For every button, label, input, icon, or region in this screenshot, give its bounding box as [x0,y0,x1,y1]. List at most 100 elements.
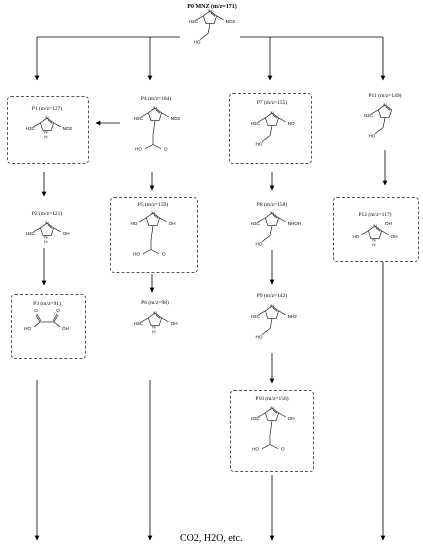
p5-ring-bond [156,217,160,226]
p3-oh2: OH [62,326,69,331]
p10-ring-bond [265,407,273,414]
p10-hydroxyl_ring: OH [288,416,295,421]
p0-label: P0 MNZ (m/z=171) [187,4,237,10]
p5-box [110,197,198,273]
p3-box [11,294,86,359]
p1-ring-bond [40,117,48,124]
p7-box [229,93,312,164]
p9-ring-n: N [270,304,273,309]
p7-chain-bond [261,135,271,142]
p4-ring-bond [148,112,152,121]
p9-ring-bond [265,310,269,319]
p0-methyl: H3C [189,19,199,24]
p7-methyl-bond [258,117,266,123]
p7-methyl: H3C [251,121,261,126]
p12-ring-bond [368,225,376,232]
p10-carbonyl [269,444,279,449]
p5-acid-oh-bond [142,249,152,254]
p3-o2: O [56,308,60,313]
p12-right-bond [381,230,389,236]
p7-chain-bond [269,125,273,136]
p5-acid-bond [150,225,154,240]
p6-nh-n: N [152,325,155,330]
p0-ring-bond [203,10,211,17]
p4-carbonyl [152,144,162,149]
p4-methyl: H3C [134,116,144,121]
p1-box [7,96,89,164]
p2-nh-n: N [44,235,47,240]
p10-acid-bond [269,420,273,435]
p12-label: P12 (m/z=117) [358,212,392,218]
p2-hydroxyl: OH [63,231,70,236]
p0-ring-bond [203,15,207,24]
p4-acid-oh: HO [135,147,142,152]
p6-right-bond [161,317,169,323]
p11-ring-bond [388,109,392,118]
p5-ring-double-bond [153,214,159,219]
p6-ring-bond [148,312,156,319]
p4-nitro: NO2 [171,116,181,121]
p8-label: P8 (m/z=158) [256,202,288,208]
p8-ring-bond [265,212,273,219]
p4-methyl-bond [141,112,149,118]
p0-hydroxyl: HO [194,40,201,45]
p0-chain-bond [207,23,211,34]
p11-ring-double-bond [385,106,391,111]
p11-hydroxyl: HO [369,134,376,139]
p1-nh-h: H [44,135,47,140]
p5-right-bond [159,217,167,223]
p3-coh1 [33,321,41,328]
p8-ring-n: N [270,211,273,216]
p10-acid-oh-bond [261,444,271,449]
p6-ring-bond [154,312,162,319]
p12-oh_right: OH [391,234,398,239]
p2-ring-bond [50,227,54,236]
p9-chain-bond [269,318,273,329]
p5-ring-bond [152,212,160,219]
p12-nh-n: N [372,238,375,243]
p10-box [230,390,314,472]
p6-methyl-bond [141,317,149,323]
p11-ring-bond [384,104,392,111]
p9-ring-bond [265,305,273,312]
p4-ring-bond [158,112,162,121]
p6-hydroxyl: OH [171,321,178,326]
p6-nh-h: H [152,330,155,335]
p12-ring-n: N [373,224,376,229]
p0-ring-n: N [208,9,211,14]
p4-right-bond [161,112,169,118]
p9-label: P9 (m/z=142) [256,293,288,299]
p0-ring-bond [209,10,217,17]
p8-ring-bond [271,212,279,219]
p7-ring-bond [265,112,273,119]
p6-label: P6 (m/z=98) [141,300,169,306]
p10-ring-bond [265,412,269,421]
p3-co1-double [36,313,42,322]
p10-label: P10 (m/z=156) [255,396,289,402]
p7-ring-bond [271,112,279,119]
p0-right-bond [216,15,224,21]
p12-ring-bond [378,230,382,239]
p0-ring-bond [213,15,217,24]
p5-hydroxyl_right: OH [169,221,176,226]
p11-chain-bond [374,127,384,134]
p1-nitro: NO2 [63,126,73,131]
p12-nh-h: H [372,243,375,248]
p3-co2-double [52,313,58,322]
p7-nitroso: NO [288,121,295,126]
p12-oh-top: OH [385,221,392,226]
p1-ring-bond [50,122,54,131]
p8-methyl-bond [258,217,266,223]
p10-ring-bond [271,407,279,414]
p7-right-bond [278,117,286,123]
p4-ring-double-bond [155,109,161,114]
p1-methyl: H3C [26,126,36,131]
p0-nitro: NO2 [226,19,236,24]
p6-methyl: H3C [134,321,144,326]
p5-left-bond [139,217,147,223]
p8-chain-bond [261,235,271,242]
p2-methyl-bond [33,227,41,233]
p5-ring-n: N [151,211,154,216]
p2-label: P2 (m/z=121) [31,211,63,217]
p1-right-bond [53,122,61,128]
